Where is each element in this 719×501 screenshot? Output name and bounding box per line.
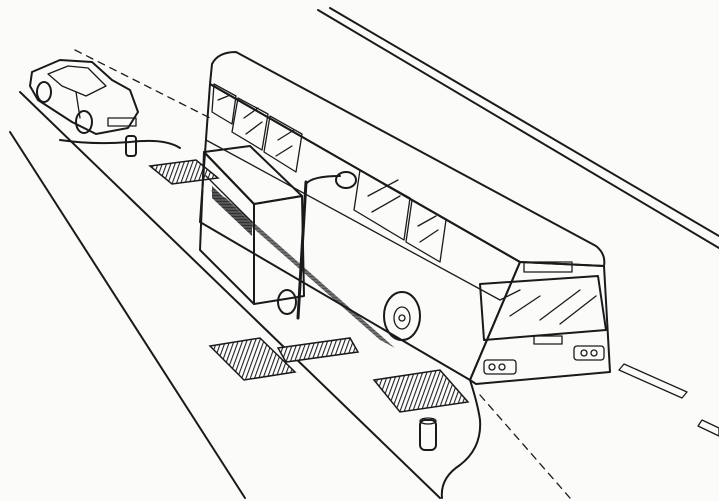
lane-markings xyxy=(619,364,719,436)
bollard xyxy=(126,136,136,156)
bus xyxy=(200,52,610,384)
lamp-post xyxy=(278,172,356,318)
car xyxy=(30,60,138,134)
bollard-front xyxy=(420,418,436,450)
